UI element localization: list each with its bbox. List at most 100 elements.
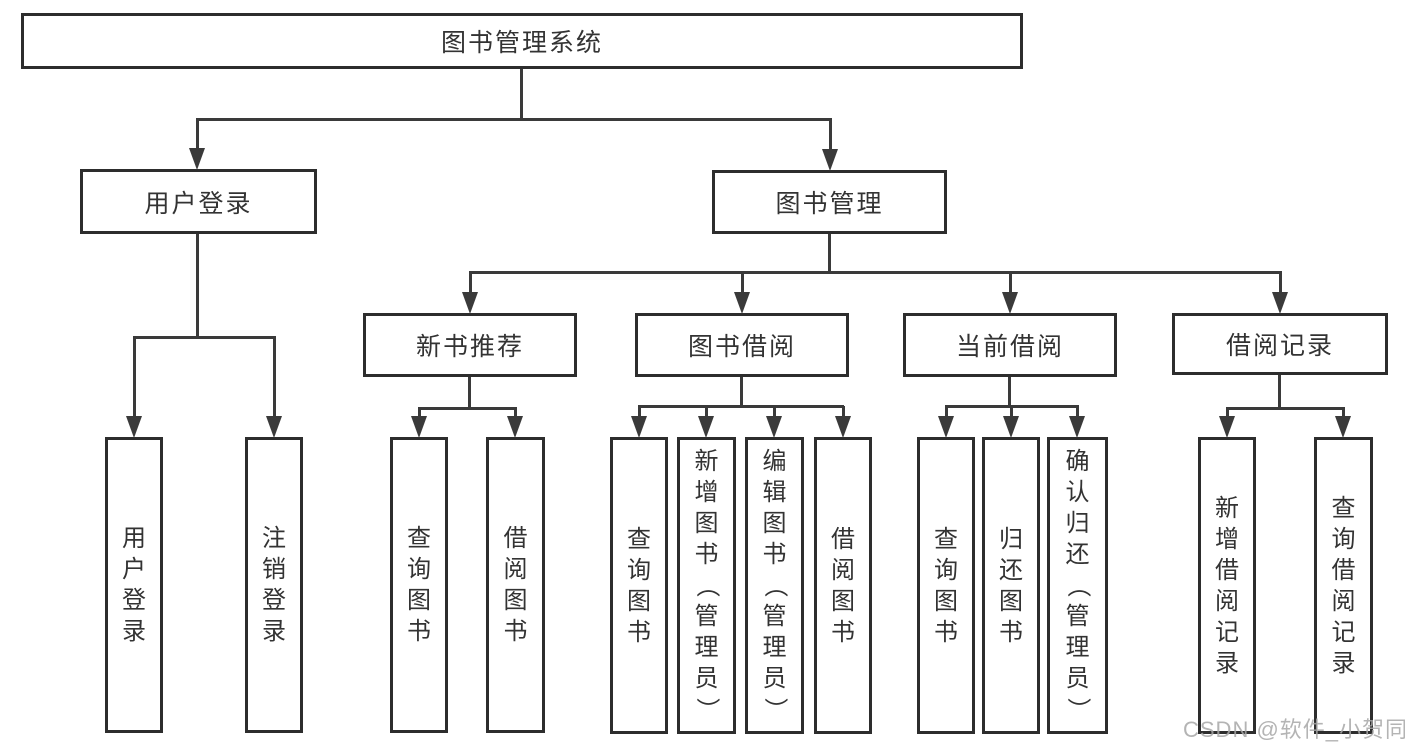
node-label-char: 增: [1215, 525, 1239, 553]
connector-line: [133, 337, 136, 424]
arrowhead-down-icon: [266, 416, 282, 438]
node-label: 图书借阅: [687, 333, 796, 361]
node-label-char: 录: [1331, 649, 1356, 677]
arrowhead-down-icon: [1003, 416, 1019, 438]
node-label-char: 认: [1065, 479, 1090, 506]
node-login: 用户登录: [105, 437, 163, 733]
node-label-char: 书: [999, 618, 1023, 646]
node-label-char: 借: [1331, 556, 1356, 584]
node-label-char: 书: [694, 541, 719, 568]
arrowhead-down-icon: [411, 416, 427, 438]
connector-line: [196, 118, 832, 121]
node-label: 新书推荐: [415, 333, 524, 361]
node-label-char: 书: [831, 618, 855, 646]
node-cb-return-books: 归还图书: [982, 437, 1040, 734]
node-label-char: 查: [1331, 494, 1356, 522]
node-label-char: 记: [1331, 618, 1356, 646]
connector-line: [1226, 407, 1345, 410]
node-label-char: 图: [762, 510, 787, 537]
node-label-char: 理: [762, 634, 787, 661]
node-borrow-records: 借阅记录: [1172, 313, 1388, 375]
node-label-char: 图: [999, 587, 1023, 615]
connector-line: [740, 376, 743, 406]
node-label-char: 增: [694, 479, 719, 506]
arrowhead-down-icon: [734, 292, 750, 314]
node-label: 当前借阅: [955, 333, 1064, 361]
node-label-char: 图: [503, 587, 528, 614]
node-label-char: 登: [262, 587, 286, 614]
node-label-char: 录: [262, 618, 286, 645]
connector-line: [842, 406, 845, 424]
node-label-char: 编: [762, 448, 787, 475]
node-label-char: （: [1064, 573, 1091, 598]
connector-line: [418, 407, 517, 410]
connector-line: [468, 376, 471, 408]
arrowhead-down-icon: [631, 416, 647, 438]
node-label-char: 销: [262, 556, 286, 583]
node-bb-query-books: 查询图书: [610, 437, 668, 734]
node-br-add-record: 新增借阅记录: [1198, 437, 1256, 734]
node-label-char: 新: [1215, 494, 1239, 522]
node-label: 用户登录: [144, 189, 253, 218]
node-bb-add-books: 新增图书（管理员）: [677, 437, 736, 734]
connector-line: [828, 233, 831, 272]
node-label: 图书管理: [775, 190, 884, 218]
connector-line: [196, 119, 199, 156]
node-label-char: 归: [1065, 510, 1090, 537]
arrowhead-down-icon: [938, 416, 954, 438]
arrowhead-down-icon: [822, 149, 838, 171]
node-label-char: 阅: [1331, 587, 1356, 615]
node-label-char: 查: [407, 525, 431, 552]
arrowhead-down-icon: [1219, 416, 1235, 438]
node-label-char: 户: [122, 556, 146, 583]
node-label-char: ）: [1064, 697, 1091, 722]
node-label-char: 还: [999, 556, 1023, 584]
node-label-char: 阅: [503, 556, 528, 583]
node-bb-borrow-books: 借阅图书: [814, 437, 872, 734]
node-label-char: 新: [694, 448, 719, 475]
node-book-mgmt: 图书管理: [712, 170, 947, 234]
connector-line: [1279, 272, 1282, 300]
node-label-char: 借: [1215, 556, 1239, 584]
connector-line: [741, 272, 744, 300]
node-label-char: 书: [934, 618, 958, 646]
node-label-char: 理: [694, 634, 719, 661]
node-label-char: （: [761, 573, 788, 598]
node-nb-borrow-books: 借阅图书: [486, 437, 545, 733]
node-label-char: 询: [934, 556, 958, 584]
arrowhead-down-icon: [698, 416, 714, 438]
node-label-char: 查: [934, 525, 958, 553]
node-label-char: 书: [407, 618, 431, 645]
node-current-borrow: 当前借阅: [903, 313, 1117, 377]
connector-line: [945, 406, 948, 424]
node-cb-query-books: 查询图书: [917, 437, 975, 734]
node-label-char: ）: [761, 697, 788, 722]
node-bb-edit-books: 编辑图书（管理员）: [745, 437, 804, 734]
connector-line: [638, 406, 641, 424]
connector-line: [273, 337, 276, 424]
connector-line: [469, 271, 1282, 274]
node-label-char: 书: [762, 541, 787, 568]
node-label-char: 管: [694, 603, 719, 630]
connector-line: [638, 405, 844, 408]
arrowhead-down-icon: [126, 416, 142, 438]
arrowhead-down-icon: [766, 416, 782, 438]
node-label-char: 询: [407, 556, 431, 583]
node-label-char: 阅: [831, 556, 855, 584]
connector-line: [773, 406, 776, 424]
node-nb-query-books: 查询图书: [390, 437, 448, 733]
arrowhead-down-icon: [507, 416, 523, 438]
connector-line: [1076, 406, 1079, 424]
node-label: 图书管理系统: [440, 29, 603, 57]
connector-line: [1008, 376, 1011, 406]
connector-line: [1009, 272, 1012, 300]
node-label-char: 阅: [1215, 587, 1239, 615]
node-label-char: 辑: [762, 479, 787, 506]
node-new-book-rec: 新书推荐: [363, 313, 577, 377]
node-label-char: 图: [627, 587, 651, 615]
node-label-char: 图: [934, 587, 958, 615]
node-label-char: 员: [1065, 665, 1090, 692]
csdn-watermark: CSDN @软件_小贺同学: [1183, 717, 1405, 742]
connector-line: [1010, 406, 1013, 424]
node-label-char: 记: [1215, 618, 1239, 646]
